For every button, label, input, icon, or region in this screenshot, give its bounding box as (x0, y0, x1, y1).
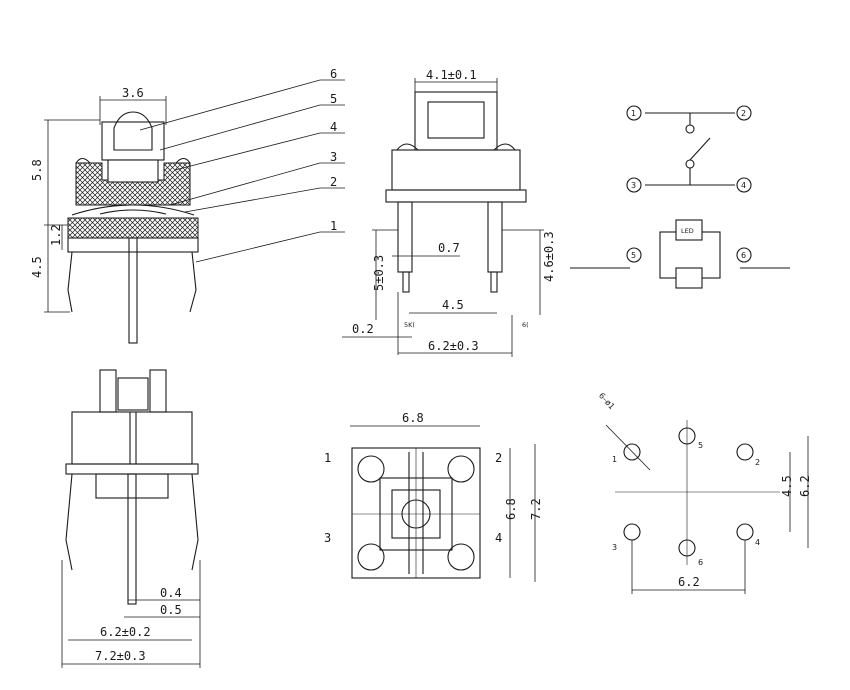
schem-pin-5: 5 (631, 251, 636, 260)
dim-row-spacing: 4.5 (780, 475, 794, 497)
callout-6: 6 (330, 67, 337, 81)
corner-1: 1 (324, 451, 331, 465)
schem-pin-3: 3 (631, 181, 636, 190)
pad-6: 6 (698, 558, 703, 567)
pad-3: 3 (612, 543, 617, 552)
dim-front-lead-a: 0.4 (160, 586, 182, 600)
dim-body-height: 5.8 (30, 159, 44, 181)
top-view: 6.8 6.8 7.2 1 2 3 4 (324, 411, 543, 582)
dim-lead-right-height: 4.6±0.3 (542, 231, 556, 282)
dim-lead-spacing: 4.5 (442, 298, 464, 312)
schem-pin-1: 1 (631, 109, 636, 118)
dim-inner-height: 6.8 (504, 498, 518, 520)
side-view: 4.1±0.1 0.7 5±0.3 4.6±0.3 4.5 0.2 5K( 6( (342, 68, 556, 357)
section-view: 3.6 5.8 1.2 4.5 (30, 67, 345, 344)
dim-front-lead-b: 0.5 (160, 603, 182, 617)
pad-5: 5 (698, 441, 703, 450)
pad-2: 2 (755, 458, 760, 467)
dim-lead-length: 4.5 (30, 256, 44, 278)
dim-offset: 0.2 (352, 322, 374, 336)
corner-4: 4 (495, 531, 502, 545)
callout-3: 3 (330, 150, 337, 164)
dim-side-top-width: 4.1±0.1 (426, 68, 477, 82)
dim-outer-height: 7.2 (529, 498, 543, 520)
dim-top-width-68: 6.8 (402, 411, 424, 425)
note-left: 5K( (404, 321, 415, 329)
dim-side-pitch: 6.2±0.3 (428, 339, 479, 353)
hole-note: 6–ø1 (597, 391, 616, 411)
pcb-layout: 6–ø1 1 5 2 3 6 4 4.5 6.2 6.2 (597, 391, 812, 594)
schem-pin-4: 4 (741, 181, 746, 190)
dim-front-pitch: 6.2±0.2 (100, 625, 151, 639)
callout-5: 5 (330, 92, 337, 106)
callout-4: 4 (330, 120, 337, 134)
schem-pin-2: 2 (741, 109, 746, 118)
corner-2: 2 (495, 451, 502, 465)
front-view: 0.4 0.5 6.2±0.2 7.2±0.3 (61, 369, 201, 668)
callout-2: 2 (330, 175, 337, 189)
dim-base-height: 1.2 (49, 224, 63, 246)
dim-lead-width: 0.7 (438, 241, 460, 255)
corner-3: 3 (324, 531, 331, 545)
callout-1: 1 (330, 219, 337, 233)
dim-vertical-pitch: 6.2 (798, 475, 812, 497)
pad-4: 4 (755, 538, 760, 547)
dim-top-width: 3.6 (122, 86, 144, 100)
dim-lead-left-height: 5±0.3 (372, 255, 386, 291)
dim-column-spacing: 6.2 (678, 575, 700, 589)
pad-1: 1 (612, 455, 617, 464)
dim-front-width: 7.2±0.3 (95, 649, 146, 663)
schem-pin-6: 6 (741, 251, 746, 260)
note-right: 6( (522, 321, 529, 329)
led-label: LED (681, 227, 694, 235)
schematic: 1 2 3 4 5 6 LED (570, 105, 790, 289)
